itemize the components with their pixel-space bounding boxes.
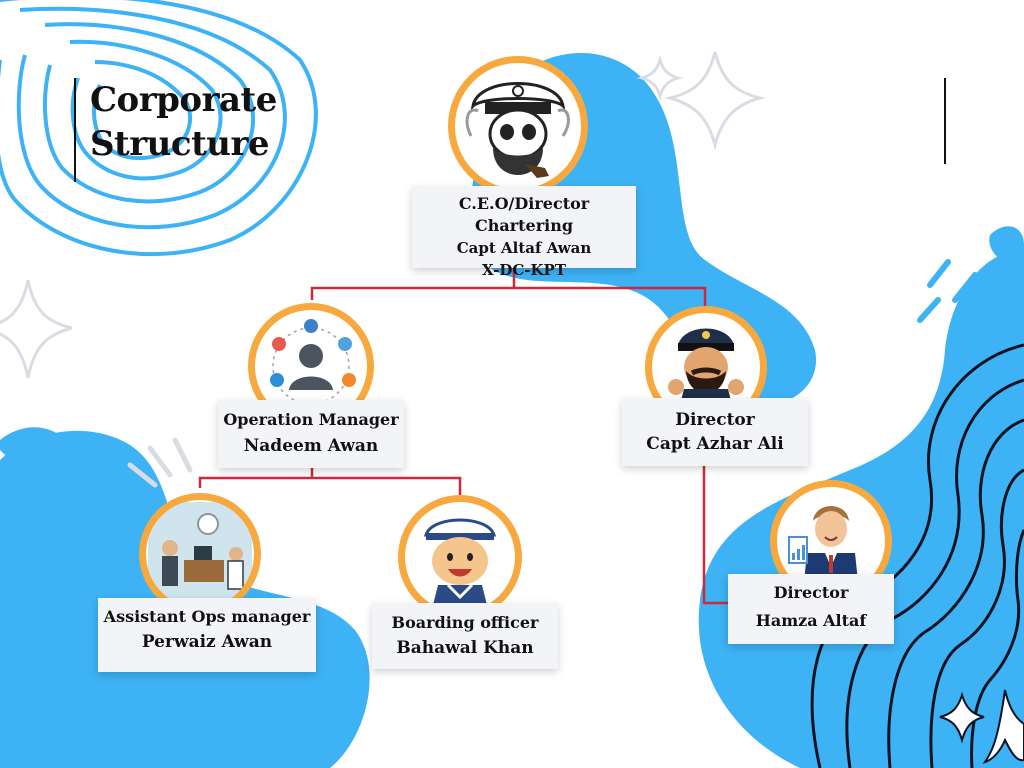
boarding-officer-avatar xyxy=(398,495,522,619)
ceo-name: Capt Altaf Awan xyxy=(456,239,592,257)
topo-rings-decoration xyxy=(0,0,318,257)
ceo-role: C.E.O/Director Chartering xyxy=(458,194,590,235)
boarding-officer-card: Boarding officer Bahawal Khan xyxy=(372,603,558,669)
ops-manager-card: Operation Manager Nadeem Awan xyxy=(218,400,404,468)
director-hamza-role: Director xyxy=(773,583,849,602)
assistant-ops-card: Assistant Ops manager Perwaiz Awan xyxy=(98,598,316,672)
assistant-ops-name: Perwaiz Awan xyxy=(141,632,273,652)
assistant-ops-avatar xyxy=(139,493,261,615)
director-azhar-name: Capt Azhar Ali xyxy=(646,434,784,454)
page-title: Corporate Structure xyxy=(74,78,277,182)
captain-skull-icon xyxy=(465,82,570,178)
captain-thumbs-up-icon xyxy=(668,328,744,412)
director-hamza-avatar xyxy=(770,480,892,602)
director-hamza-name: Hamza Altaf xyxy=(755,611,867,630)
ops-manager-role: Operation Manager xyxy=(223,410,399,429)
ceo-card: C.E.O/Director Chartering Capt Altaf Awa… xyxy=(412,186,636,279)
assistant-ops-role: Assistant Ops manager xyxy=(103,607,311,626)
director-azhar-role: Director xyxy=(675,410,755,430)
director-azhar-card: Director Capt Azhar Ali xyxy=(622,398,808,466)
title-line-2: Structure xyxy=(90,124,270,164)
director-hamza-card: Director Hamza Altaf xyxy=(728,574,894,644)
ceo-avatar xyxy=(448,56,588,196)
divider-rule xyxy=(944,78,946,164)
title-line-1: Corporate xyxy=(90,80,277,120)
ceo-code: X-DC-KPT xyxy=(482,261,566,279)
sailor-icon xyxy=(423,518,497,609)
dash-decoration xyxy=(19,259,978,733)
boarding-officer-role: Boarding officer xyxy=(391,613,539,632)
sparkle-decoration xyxy=(0,51,766,379)
ops-manager-name: Nadeem Awan xyxy=(243,436,379,456)
office-scene-icon xyxy=(148,502,252,606)
boarding-officer-name: Bahawal Khan xyxy=(396,638,534,658)
